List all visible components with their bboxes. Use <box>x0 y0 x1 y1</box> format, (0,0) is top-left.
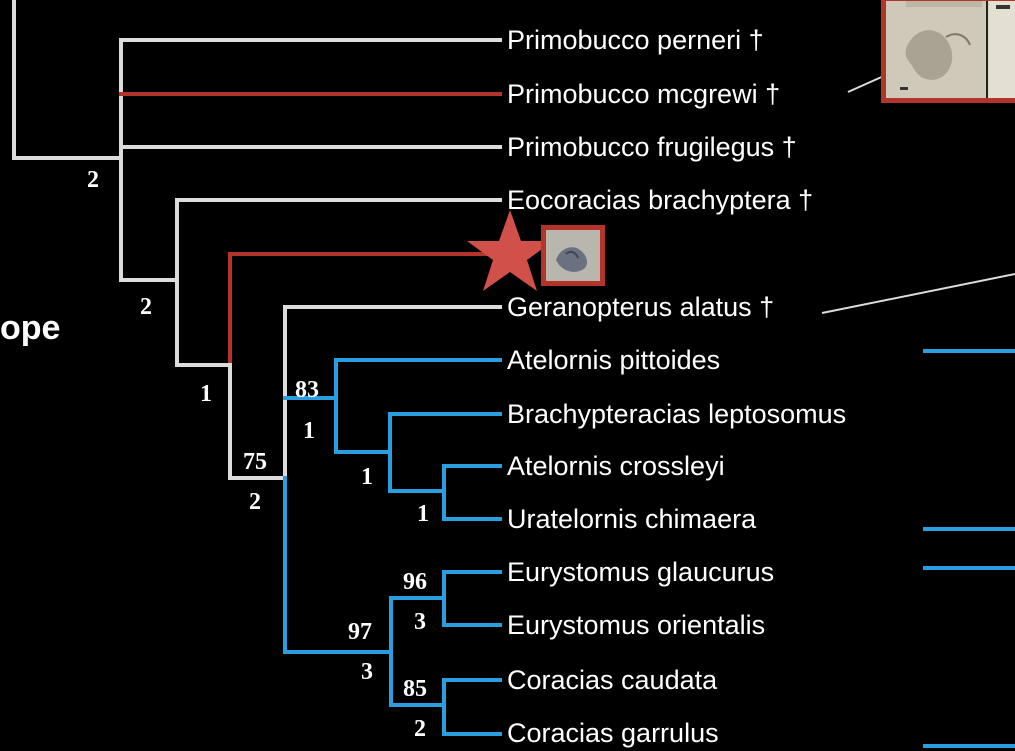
branch-extant-stem <box>285 478 391 652</box>
side-label: ope <box>0 311 60 345</box>
leader-line-geranopterus <box>822 274 1015 313</box>
taxon-label: Eurystomus glaucurus <box>507 559 774 586</box>
taxon-label: Primobucco perneri † <box>507 27 764 54</box>
taxon-label: Geranopterus alatus † <box>507 294 774 321</box>
branch-eocoracias-node <box>177 200 230 365</box>
taxon-label: Primobucco mcgrewi † <box>507 81 780 108</box>
support-value: 3 <box>414 610 426 634</box>
support-value: 83 <box>295 378 319 402</box>
taxon-label: Brachypteracias leptosomus <box>507 401 846 428</box>
fossil-specimen-icon <box>546 230 600 281</box>
taxon-label: Atelornis crossleyi <box>507 453 725 480</box>
support-value: 2 <box>414 717 426 741</box>
support-value: 96 <box>403 570 427 594</box>
support-value: 85 <box>403 677 427 701</box>
taxon-label: Coracias caudata <box>507 667 717 694</box>
taxon-label: Primobucco frugilegus † <box>507 134 797 161</box>
taxon-label: Uratelornis chimaera <box>507 506 756 533</box>
support-value: 1 <box>303 419 315 443</box>
support-value: 1 <box>417 502 429 526</box>
branch-red-lineage <box>230 254 500 365</box>
branch-brachypteraciid-node <box>336 360 390 452</box>
support-value: 1 <box>200 382 212 406</box>
branch-root <box>14 0 121 158</box>
taxon-label: Eocoracias brachyptera † <box>507 187 813 214</box>
support-value: 3 <box>361 660 373 684</box>
support-value: 97 <box>348 620 372 644</box>
support-value: 2 <box>87 168 99 192</box>
support-value: 2 <box>140 295 152 319</box>
support-value: 2 <box>249 490 261 514</box>
taxon-label: Coracias garrulus <box>507 720 719 747</box>
fossil-slab-icon <box>886 1 1015 98</box>
branch-brachypteracias-node <box>390 414 444 491</box>
fossil-thumbnail-large <box>881 0 1015 103</box>
support-value: 1 <box>361 465 373 489</box>
fossil-thumbnail-small <box>541 225 605 286</box>
taxon-label: Atelornis pittoides <box>507 347 720 374</box>
support-value: 75 <box>243 450 267 474</box>
taxon-label: Eurystomus orientalis <box>507 612 765 639</box>
